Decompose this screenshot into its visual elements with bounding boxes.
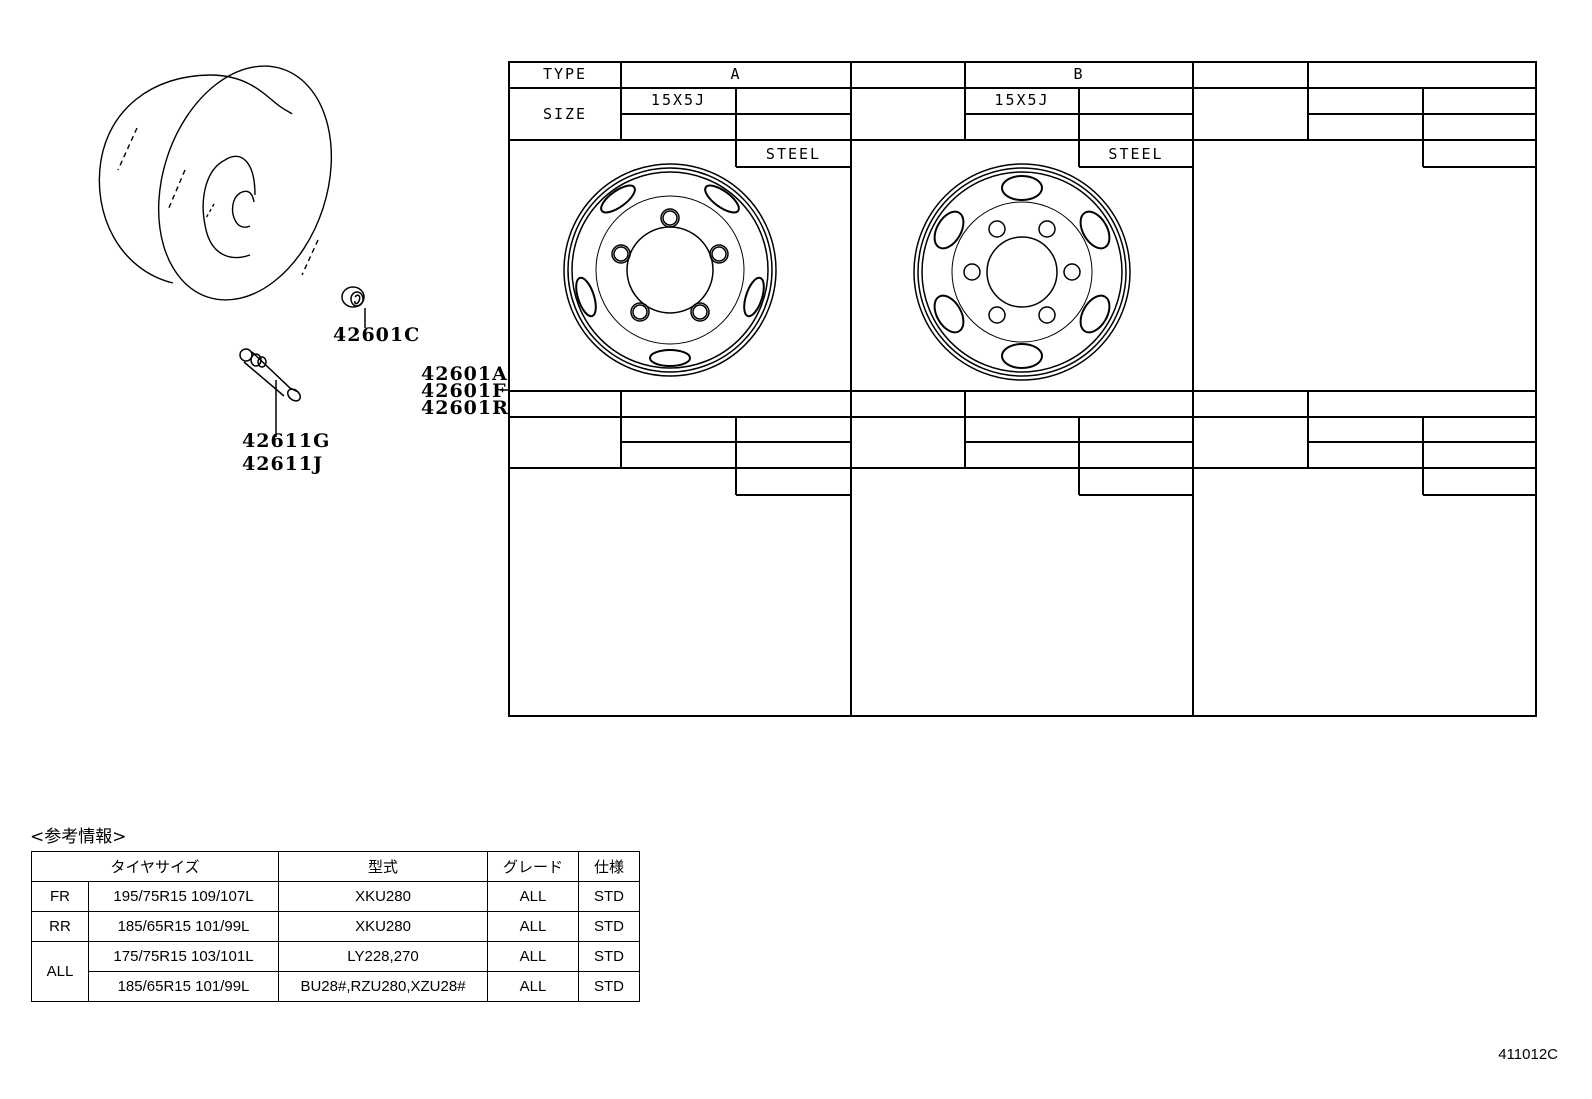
row-grade: ALL [487,911,579,942]
row-tire-size: 185/65R15 101/99L [88,911,279,942]
tire-wheel-illustration [98,65,333,301]
row-spec: STD [578,881,640,912]
size-header-label: SIZE [542,105,588,123]
reference-info-title: <参考情報> [30,827,127,847]
row-spec: STD [578,971,640,1002]
row-model: XKU280 [278,881,488,912]
hub-nut-illustration [341,286,366,328]
row-position: FR [31,881,89,912]
type-b-material: STEEL [1108,145,1164,163]
header-grade: グレード [487,851,579,882]
row-tire-size: 185/65R15 101/99L [88,971,279,1002]
reference-info-table: タイヤサイズ 型式 グレード 仕様 FR 195/75R15 109/107L … [31,851,640,1002]
wheel-type-b-drawing [913,163,1131,381]
part-label-valve-j[interactable]: 42611J [242,453,324,475]
part-label-wheel-f[interactable]: 42601F [421,380,507,402]
row-spec: STD [578,941,640,972]
row-tire-size: 175/75R15 103/101L [88,941,279,972]
header-tire-size: タイヤサイズ [31,851,279,882]
reference-table-header: タイヤサイズ 型式 グレード 仕様 [31,851,640,882]
part-label-wheel-a[interactable]: 42601A [421,363,508,385]
type-b-label: B [1073,65,1085,83]
part-label-hub-nut[interactable]: 42601C [333,324,421,346]
header-spec: 仕様 [578,851,640,882]
type-b-size: 15X5J [994,91,1050,109]
figure-code: 411012C [1498,1046,1558,1063]
wheel-type-a-drawing [563,163,777,377]
row-model: LY228,270 [278,941,488,972]
row-grade: ALL [487,881,579,912]
part-label-wheel-r[interactable]: 42601R [421,397,509,419]
row-model: XKU280 [278,911,488,942]
table-row: 185/65R15 101/99L BU28#,RZU280,XZU28# AL… [32,971,640,1002]
table-row: RR 185/65R15 101/99L XKU280 ALL STD [31,911,640,942]
valve-stem-illustration [239,348,302,437]
header-model: 型式 [278,851,488,882]
type-a-size: 15X5J [650,91,707,109]
table-row: ALL 175/75R15 103/101L LY228,270 ALL STD [31,941,640,1002]
row-grade: ALL [487,971,579,1002]
wheel-table-grid [508,61,1537,717]
row-position: RR [31,911,89,942]
row-grade: ALL [487,941,579,972]
type-header-label: TYPE [542,65,588,83]
type-a-material: STEEL [765,145,822,163]
row-tire-size: 195/75R15 109/107L [88,881,279,912]
table-row: FR 195/75R15 109/107L XKU280 ALL STD [31,881,640,912]
row-spec: STD [578,911,640,942]
part-label-valve-g[interactable]: 42611G [242,430,331,452]
type-a-label: A [730,65,742,83]
row-model: BU28#,RZU280,XZU28# [278,971,488,1002]
row-position: ALL [31,941,89,1002]
